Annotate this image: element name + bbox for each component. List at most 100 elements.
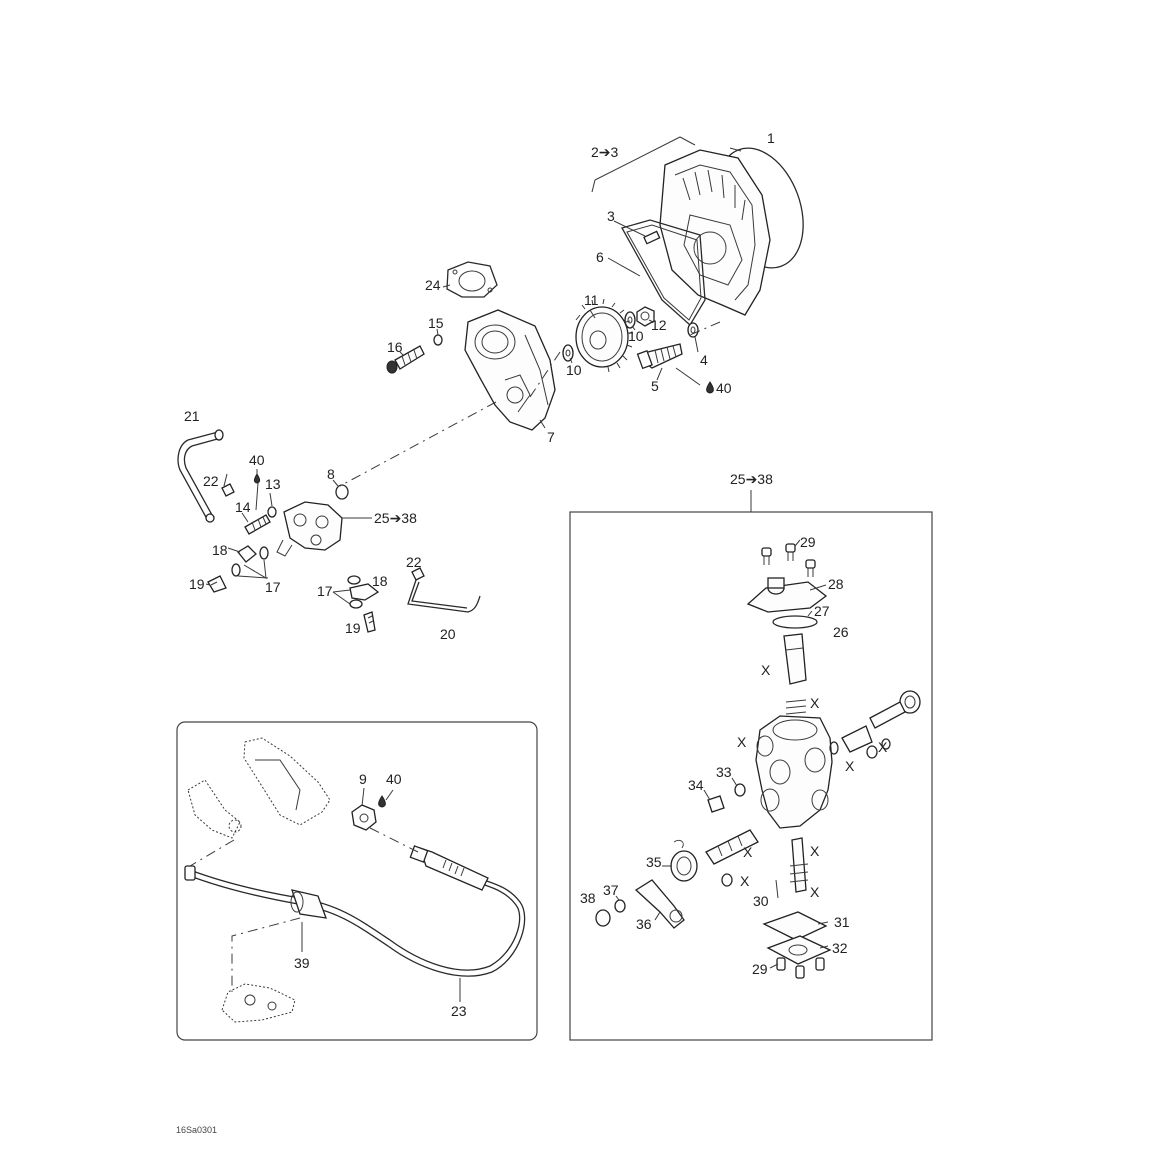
label-23: 23 (451, 1003, 467, 1019)
label-39: 39 (294, 955, 310, 971)
label-22-left: 22 (203, 473, 219, 489)
gear-11 (575, 298, 633, 373)
label-5: 5 (651, 378, 659, 394)
gasket-24 (446, 261, 498, 298)
label-10-upper: 10 (628, 328, 644, 344)
label-14: 14 (235, 499, 251, 515)
pump-shaft (705, 829, 759, 865)
label-31: 31 (834, 914, 850, 930)
nut-38 (595, 909, 611, 927)
label-40-upper: 40 (716, 380, 732, 396)
x-mark: X (810, 884, 820, 900)
spring (785, 699, 807, 721)
check-valve-assembly (829, 690, 921, 759)
banjo-fitting-18 (237, 545, 257, 563)
label-32: 32 (832, 940, 848, 956)
label-40-left: 40 (249, 452, 265, 468)
label-19-right: 19 (345, 620, 361, 636)
oil-pump (276, 501, 372, 557)
x-mark: X (743, 844, 753, 860)
banjo-bolt-19 (207, 575, 227, 593)
label-26: 26 (833, 624, 849, 640)
x-mark: X (845, 758, 855, 774)
label-9: 9 (359, 771, 367, 787)
callout-labels: 1 2➔3 3 6 24 11 15 12 10 16 4 10 5 40 21… (176, 130, 888, 1135)
label-37: 37 (603, 882, 619, 898)
pump-housing-7 (464, 309, 556, 431)
pump-mounting-assembly (177, 429, 481, 633)
label-16: 16 (387, 339, 403, 355)
x-mark: X (761, 662, 771, 678)
banjo-fitting-18b (349, 583, 380, 601)
cable-assembly-panel (176, 721, 538, 1041)
label-20: 20 (440, 626, 456, 642)
label-15: 15 (428, 315, 444, 331)
label-8: 8 (327, 466, 335, 482)
x-mark: X (737, 734, 747, 750)
label-27: 27 (814, 603, 830, 619)
screw-14 (244, 514, 271, 535)
washer-15 (433, 334, 443, 346)
gasket-32 (766, 935, 832, 965)
o-ring-8 (335, 484, 349, 500)
x-mark: X (810, 843, 820, 859)
sealant-drop-40-upper (706, 381, 714, 394)
banjo-bolt-19b (363, 611, 376, 633)
label-33: 33 (716, 764, 732, 780)
label-11: 11 (584, 292, 599, 308)
label-38: 38 (580, 890, 596, 906)
washer-17b (231, 563, 241, 577)
screw-29-bottom-c (815, 957, 825, 971)
label-17-left: 17 (265, 579, 281, 595)
nut-12 (636, 306, 655, 327)
screw-16 (386, 345, 425, 374)
washer-10-lower (562, 344, 574, 362)
label-35: 35 (646, 854, 662, 870)
label-25-to-38: 25➔38 (374, 510, 417, 526)
label-7: 7 (547, 429, 555, 445)
washer-17d (349, 599, 363, 609)
label-24: 24 (425, 277, 441, 293)
cable-sleeve-39 (291, 889, 327, 919)
label-18-right: 18 (372, 573, 388, 589)
washer-33 (734, 783, 746, 797)
x-mark: X (740, 873, 750, 889)
label-12: 12 (651, 317, 667, 333)
screw-29-bottom-b (795, 965, 805, 979)
washer-17c (347, 575, 361, 585)
label-10-lower: 10 (566, 362, 582, 378)
hose-21 (177, 431, 219, 520)
pump-detail-panel (569, 490, 933, 1041)
sealant-drop-40-left (253, 473, 261, 484)
hose-20 (407, 579, 481, 613)
sealant-drop-40-cable (378, 795, 386, 808)
label-2-to-3: 2➔3 (591, 144, 619, 160)
gasket-6 (621, 219, 706, 327)
plate-31 (762, 911, 828, 941)
x-mark: X (878, 739, 888, 755)
label-4: 4 (700, 352, 708, 368)
plug-34 (707, 795, 725, 813)
label-13: 13 (265, 476, 281, 492)
screws-29-top (761, 543, 816, 577)
label-40-cable: 40 (386, 771, 402, 787)
cover-28 (746, 581, 828, 613)
upper-assembly (339, 136, 804, 487)
label-29-bottom: 29 (752, 961, 768, 977)
label-34: 34 (688, 777, 704, 793)
o-ring-27 (772, 615, 818, 629)
label-19-left: 19 (189, 576, 205, 592)
washer-4 (687, 322, 699, 338)
pin-30 (775, 879, 779, 899)
x-mark: X (810, 695, 820, 711)
screw-29-bottom-a (776, 957, 786, 971)
label-1: 1 (767, 130, 775, 146)
washer-13 (267, 506, 277, 518)
dowel-pin-3 (643, 230, 661, 245)
label-3: 3 (607, 208, 615, 224)
label-21: 21 (184, 408, 200, 424)
pump-body-detail (755, 715, 833, 829)
throttle-cable-23 (189, 869, 521, 971)
label-22-right: 22 (406, 554, 422, 570)
